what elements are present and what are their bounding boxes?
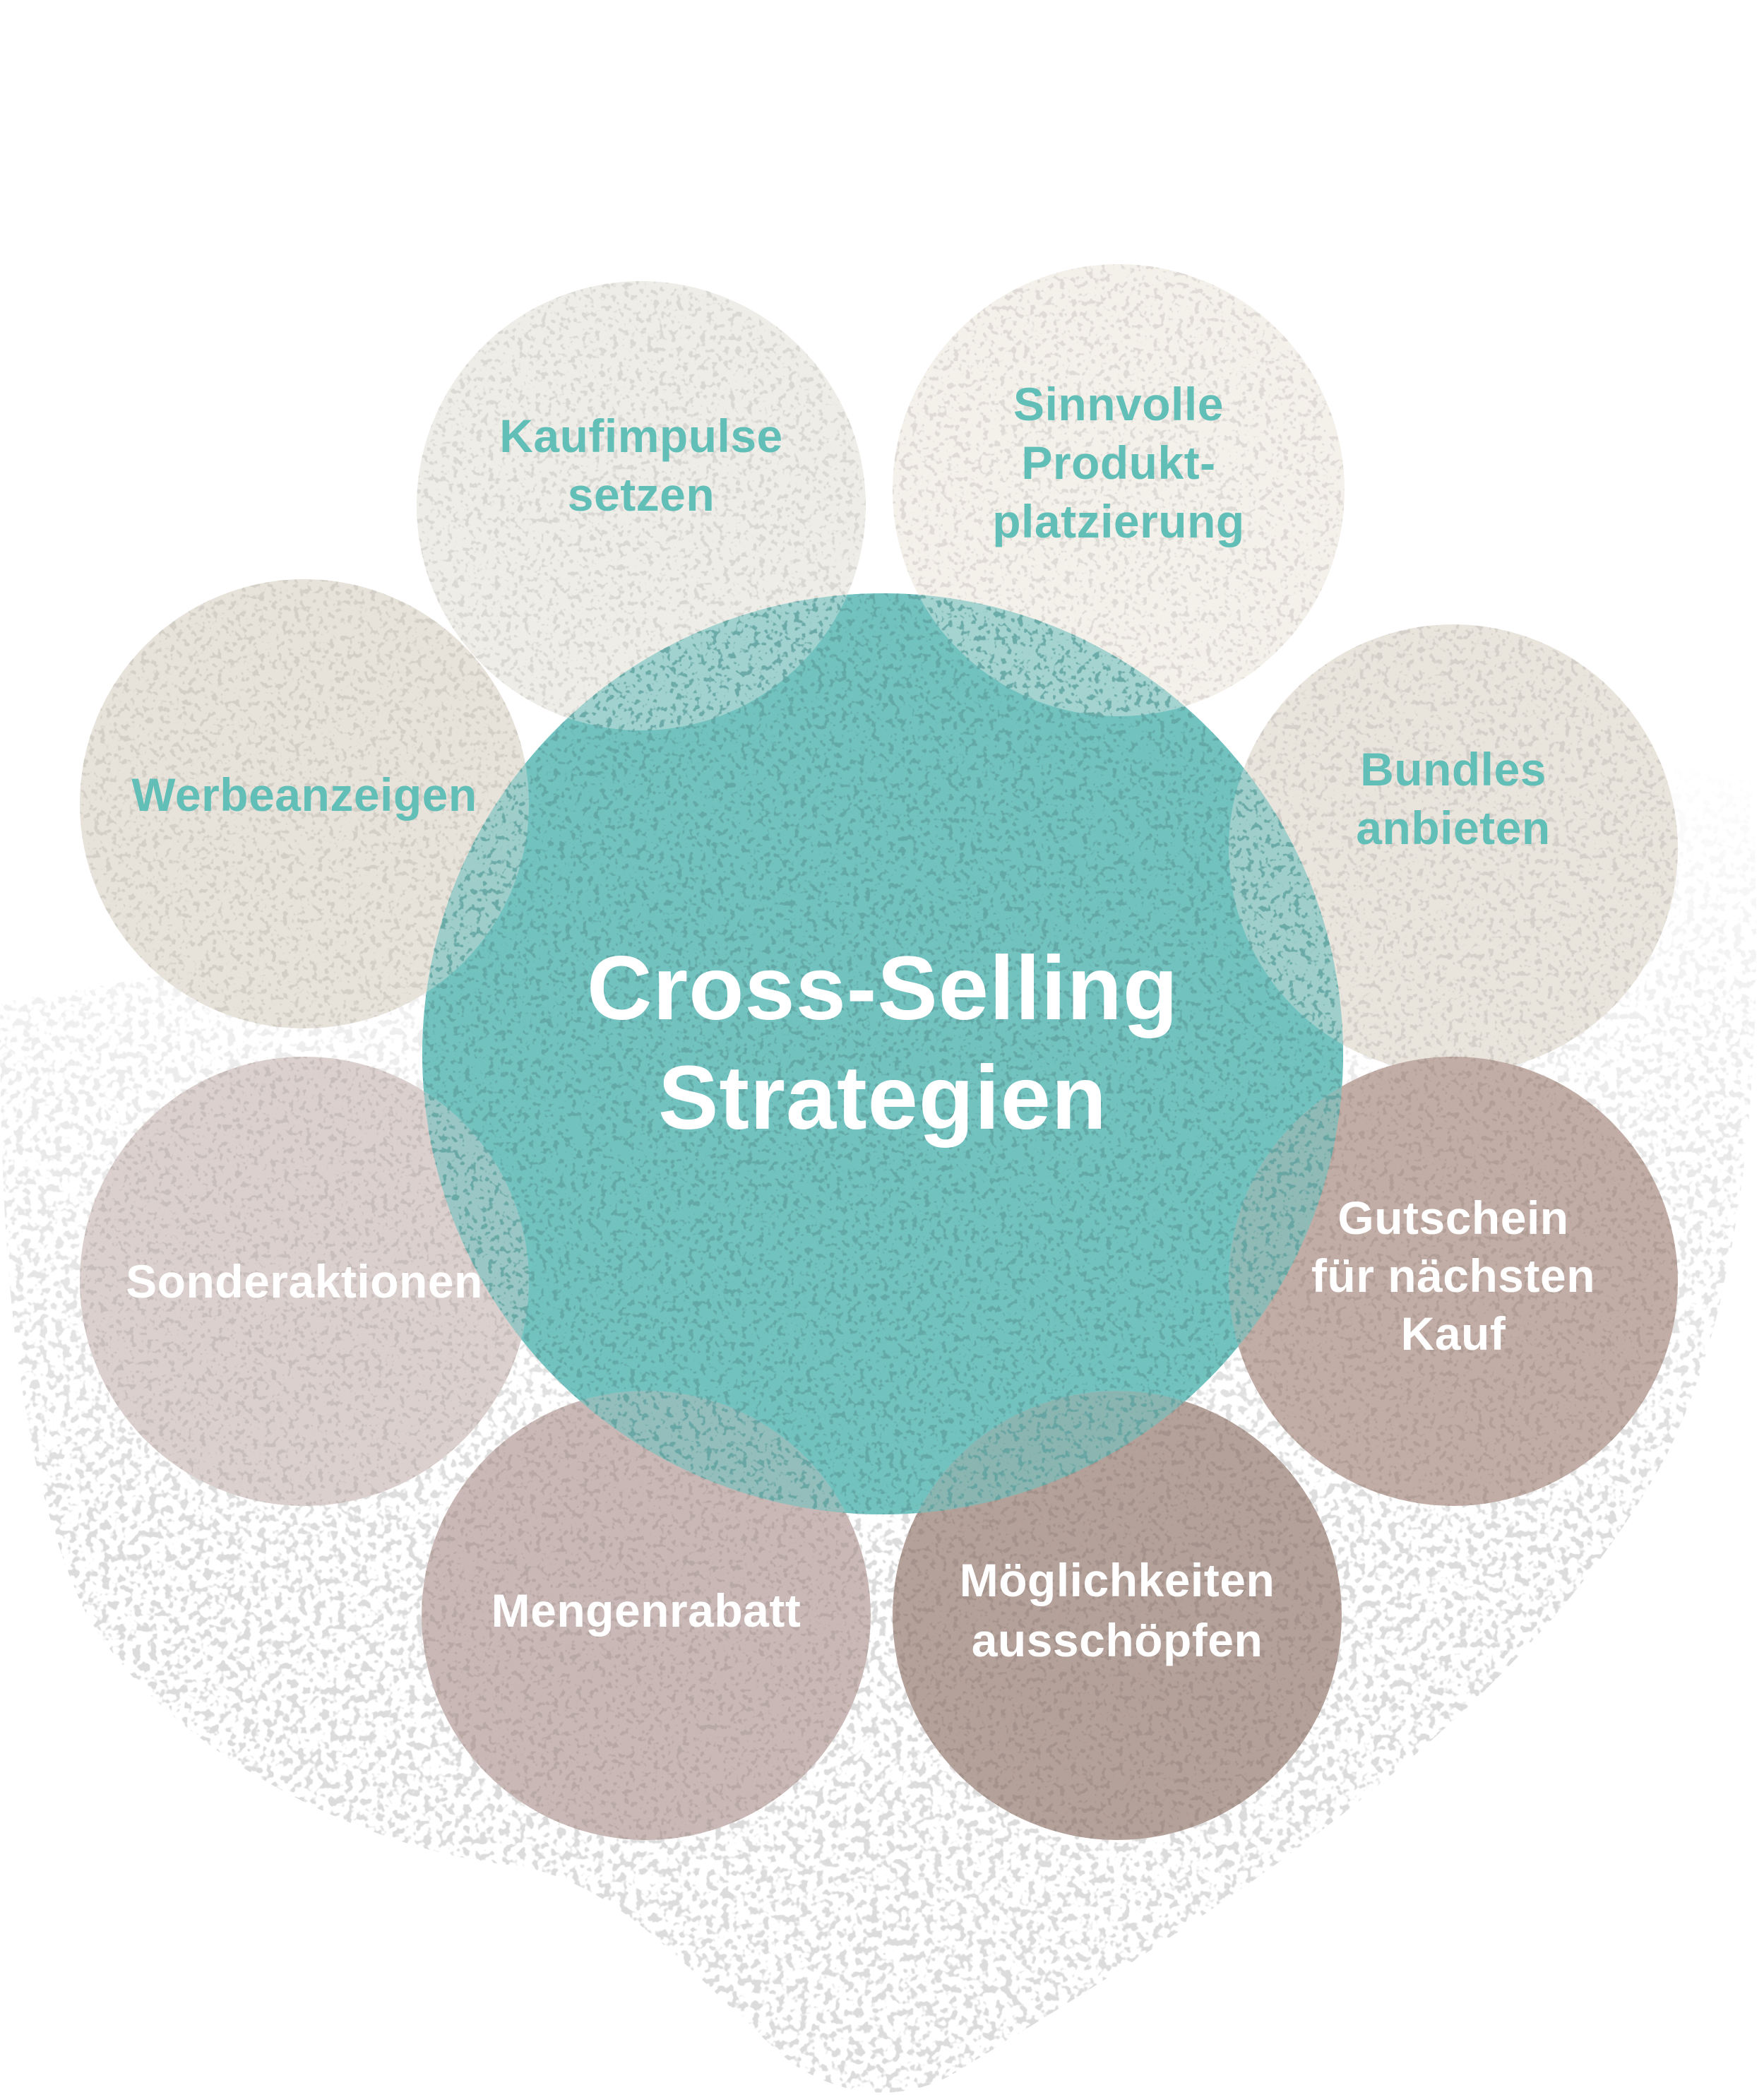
center-title-line: Strategien — [658, 1048, 1107, 1149]
node-label-bundles: Bundles anbieten — [1356, 743, 1550, 854]
node-moeglichkeiten — [893, 1391, 1342, 1840]
node-label-line: setzen — [568, 468, 715, 521]
center-node — [422, 593, 1343, 1514]
node-label-line: für nächsten — [1311, 1250, 1595, 1302]
node-label-kaufimpulse: Kaufimpulse setzen — [499, 410, 783, 521]
node-label-line: Mengenrabatt — [491, 1584, 801, 1637]
node-label-line: Sinnvolle — [1013, 378, 1224, 430]
node-label-line: Möglichkeiten — [960, 1554, 1275, 1606]
center-texture — [422, 593, 1343, 1514]
center-title-line: Cross-Selling — [587, 938, 1179, 1039]
node-label-line: Bundles — [1360, 743, 1547, 795]
node-label-line: anbieten — [1356, 802, 1550, 854]
node-label-sonderaktionen: Sonderaktionen — [126, 1255, 483, 1307]
node-label-mengenrabatt: Mengenrabatt — [491, 1584, 801, 1637]
center-circle-group — [422, 593, 1343, 1514]
node-label-line: ausschöpfen — [972, 1614, 1263, 1666]
node-label-line: Kauf — [1401, 1307, 1506, 1360]
node-label-moeglichkeiten: Möglichkeiten ausschöpfen — [960, 1554, 1275, 1666]
node-label-line: Werbeanzeigen — [131, 768, 477, 821]
node-label-werbeanzeigen: Werbeanzeigen — [131, 768, 477, 821]
node-label-line: platzierung — [992, 495, 1245, 547]
node-label-line: Produkt- — [1021, 437, 1215, 489]
node-label-line: Kaufimpulse — [499, 410, 783, 462]
node-label-line: Sonderaktionen — [126, 1255, 483, 1307]
node-label-line: Gutschein — [1337, 1192, 1568, 1244]
